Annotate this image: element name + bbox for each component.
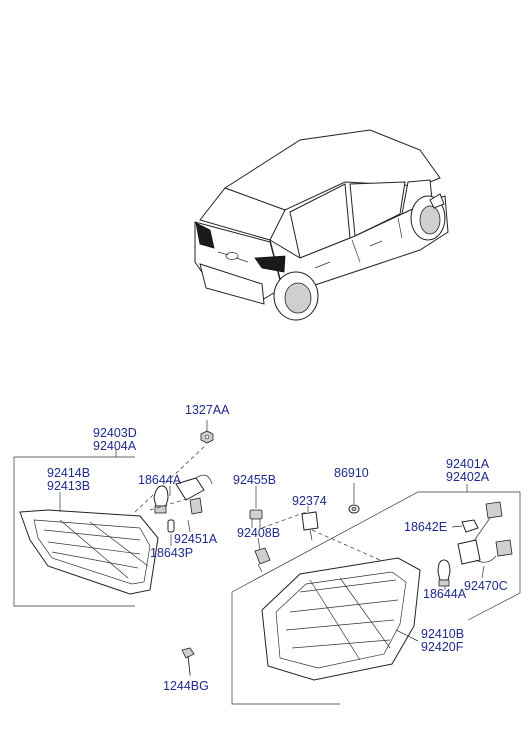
bulb-icon — [153, 485, 169, 514]
label-92410B: 92410B — [421, 627, 464, 641]
label-92401A: 92401A — [446, 457, 490, 471]
label-92413B: 92413B — [47, 479, 90, 493]
label-92451A: 92451A — [174, 532, 218, 546]
clip-icon — [254, 547, 271, 573]
label-92374: 92374 — [292, 494, 327, 508]
inner-tail-lamp — [19, 509, 159, 595]
label-92470C: 92470C — [464, 579, 508, 593]
bulb-icon — [437, 559, 451, 587]
label-92404A: 92404A — [93, 439, 137, 453]
label-92414B: 92414B — [47, 466, 90, 480]
label-92402A: 92402A — [446, 470, 490, 484]
label-1244BG: 1244BG — [163, 679, 209, 693]
small-bulb-icon — [167, 519, 175, 533]
outer-lamp-group — [231, 484, 521, 705]
label-18642E: 18642E — [404, 520, 447, 534]
wiring-harness-icon — [457, 501, 513, 565]
label-1327AA: 1327AA — [185, 403, 230, 417]
grommet-icon — [348, 504, 360, 514]
connector-icon — [301, 511, 319, 541]
bolt-icon — [181, 647, 195, 675]
vehicle-rear-view-illustration — [194, 129, 449, 321]
screw-icon — [249, 509, 263, 528]
socket-icon — [175, 474, 213, 515]
label-18644A-left: 18644A — [138, 473, 182, 487]
center-parts — [249, 483, 381, 573]
label-92420F: 92420F — [421, 640, 464, 654]
bulb-icon — [461, 519, 479, 533]
label-92408B: 92408B — [237, 526, 280, 540]
outer-tail-lamp — [261, 557, 421, 681]
label-86910: 86910 — [334, 466, 369, 480]
label-18643P: 18643P — [150, 546, 193, 560]
inner-lamp-group — [13, 420, 214, 607]
label-92455B: 92455B — [233, 473, 276, 487]
label-18644A-right: 18644A — [423, 587, 467, 601]
label-92403D: 92403D — [93, 426, 137, 440]
